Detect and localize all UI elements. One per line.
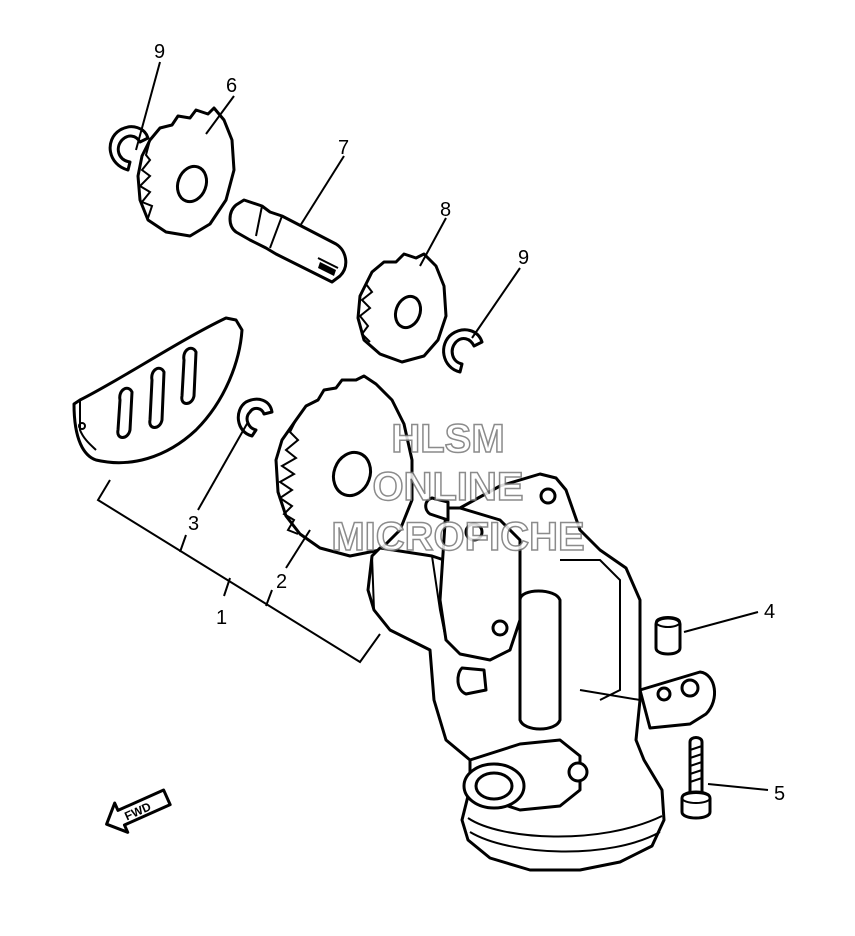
shaft-7 [228,198,348,284]
callout-2: 2 [276,571,287,593]
oil-pump-body [366,472,716,872]
assembly-bracket-1 [96,479,381,664]
leader-lines [135,61,769,791]
watermark-line-3: MICROFICHE [331,515,584,559]
dowel-pin-4 [654,616,682,656]
callout-4: 4 [764,601,775,623]
callout-9-upper: 9 [154,41,165,63]
callout-8: 8 [440,199,451,221]
cover-plate [72,316,244,465]
gear-8 [356,252,448,364]
callout-7: 7 [338,137,349,159]
callout-1: 1 [216,607,227,629]
callout-9-lower: 9 [518,247,529,269]
circlip-9-lower [442,328,484,374]
circlip-3 [236,397,274,438]
callout-5: 5 [774,783,785,805]
gear-2 [274,374,414,558]
gear-6 [136,106,236,238]
watermark-line-1: HLSM [391,417,504,461]
fwd-arrow: FWD [105,788,172,834]
callout-3: 3 [188,513,199,535]
watermark-line-2: ONLINE [372,465,523,509]
callout-6: 6 [226,75,237,97]
bolt-5 [680,736,712,820]
watermark: HLSM ONLINE MICROFICHE [331,416,586,560]
